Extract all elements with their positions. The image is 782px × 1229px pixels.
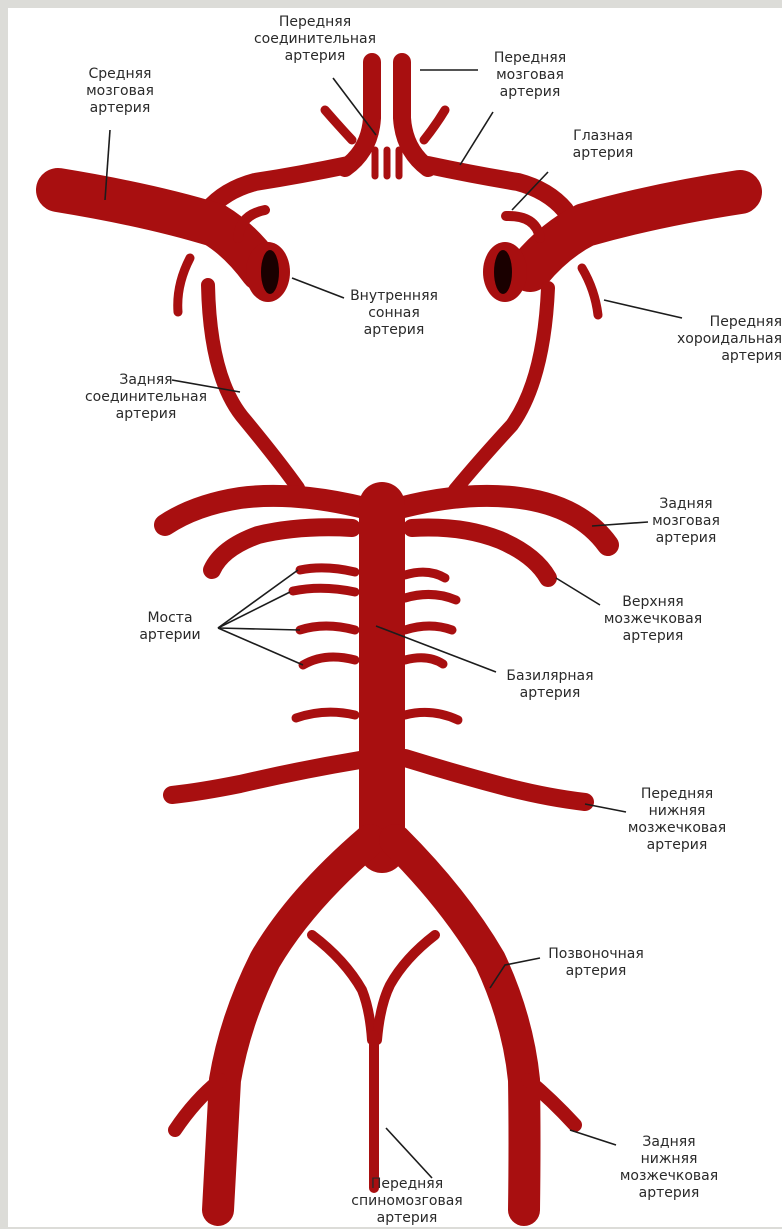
label-posterior-inferior-cerebellar-artery: Задняя нижняя мозжечковая артерия (604, 1134, 734, 1202)
aca-a1-right (428, 165, 565, 210)
pontine-artery-right-1 (405, 572, 445, 578)
anterior-cerebral-artery-right (402, 62, 428, 168)
pontine-artery-right-2 (405, 594, 456, 600)
vertebral-artery-right (395, 840, 525, 1210)
label-superior-cerebellar-artery: Верхняя мозжечковая артерия (588, 594, 718, 645)
aca-twig-left (325, 110, 352, 140)
label-ophthalmic-artery: Глазная артерия (548, 128, 658, 162)
label-pontine-arteries: Моста артерии (120, 610, 220, 644)
pontine-artery-right-5 (405, 712, 458, 720)
anterior-inferior-cerebellar-artery-left (172, 760, 360, 795)
pontine-artery-left-2 (293, 588, 355, 592)
label-anterior-inferior-cerebellar-artery: Передняя нижняя мозжечковая артерия (612, 786, 742, 854)
pontine-artery-left-5 (296, 712, 355, 718)
anterior-inferior-cerebellar-artery-right (405, 758, 585, 802)
middle-cerebral-artery-left (58, 190, 262, 270)
anterior-spinal-artery-branch-right (377, 935, 435, 1040)
internal-carotid-lumen-right-inner (494, 250, 512, 294)
anterior-choroidal-artery-left (178, 258, 190, 312)
label-posterior-communicating-artery: Задняя соединительная артерия (66, 372, 226, 423)
ophthalmic-artery-right (506, 216, 540, 238)
label-anterior-communicating-artery: Передняя соединительная артерия (235, 14, 395, 65)
label-middle-cerebral-artery: Средняя мозговая артерия (60, 66, 180, 117)
anterior-choroidal-artery-right (582, 268, 598, 315)
label-anterior-spinal-artery: Передняя спиномозговая артерия (342, 1176, 472, 1227)
diagram-frame: Передняя соединительная артерия Передняя… (8, 8, 782, 1227)
leader-pontine-1 (218, 570, 298, 628)
pontine-artery-right-3 (405, 626, 452, 630)
leader-anterior-cerebral-2 (460, 112, 493, 165)
label-anterior-cerebral-artery: Передняя мозговая артерия (470, 50, 590, 101)
pontine-artery-left-3 (300, 626, 355, 630)
leader-pontine-3 (218, 628, 300, 630)
pontine-artery-right-4 (405, 658, 443, 664)
aca-a1-left (208, 165, 348, 210)
anterior-cerebral-artery-left (345, 62, 372, 168)
pontine-artery-left-1 (300, 568, 355, 572)
label-vertebral-artery: Позвоночная артерия (536, 946, 656, 980)
label-posterior-cerebral-artery: Задняя мозговая артерия (636, 496, 736, 547)
aca-twig-right (424, 110, 445, 140)
leader-anterior-spinal (386, 1128, 432, 1178)
anterior-spinal-artery-branch-left (312, 935, 372, 1040)
label-basilar-artery: Базилярная артерия (490, 668, 610, 702)
internal-carotid-lumen-left-inner (261, 250, 279, 294)
pontine-artery-left-4 (303, 657, 355, 665)
vertebral-artery-left (218, 840, 370, 1210)
leader-pontine-2 (218, 592, 290, 628)
posterior-communicating-artery-right (455, 288, 548, 490)
label-anterior-choroidal-artery: Передняя хороидальная артерия (648, 314, 782, 365)
label-internal-carotid-artery: Внутренняя сонная артерия (334, 288, 454, 339)
leader-pontine-4 (218, 628, 303, 665)
superior-cerebellar-artery-left (212, 527, 352, 570)
